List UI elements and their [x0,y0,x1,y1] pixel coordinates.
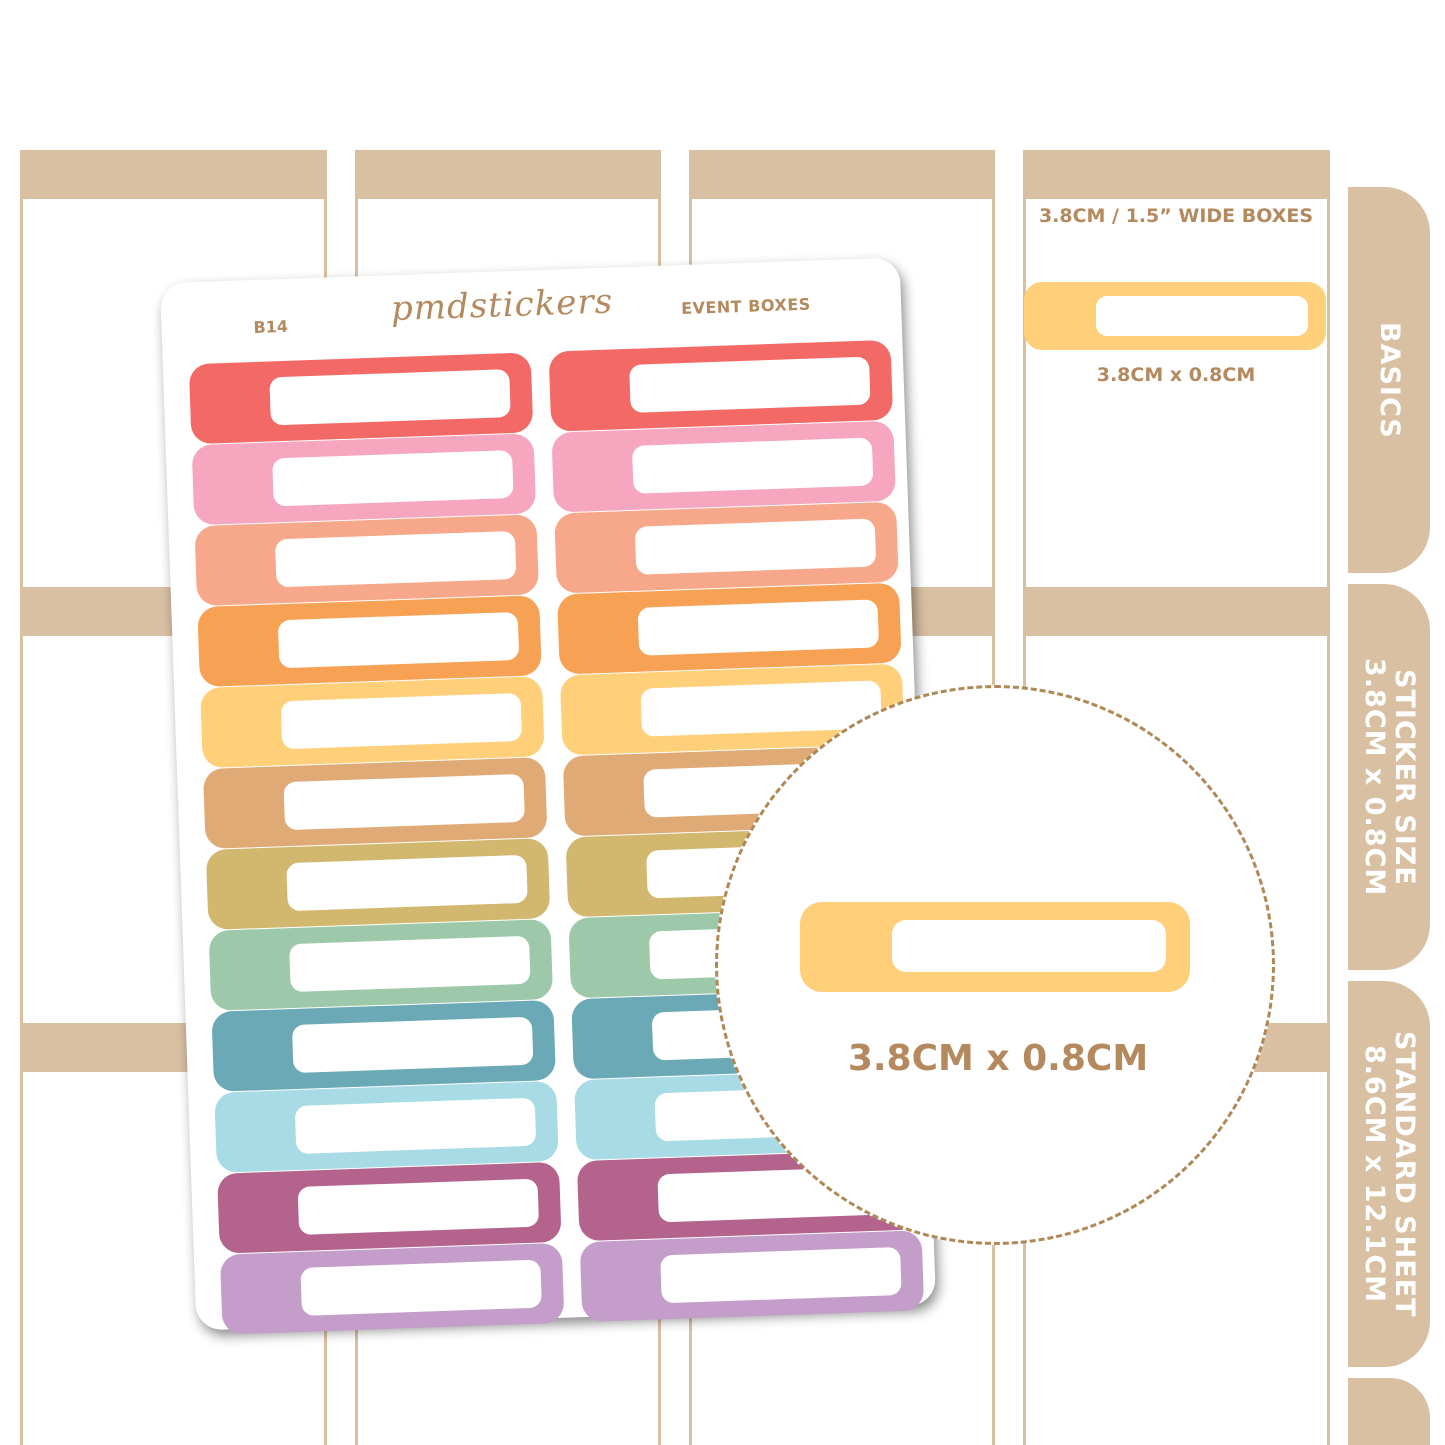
sticker-window [280,692,523,750]
event-box-sticker [191,433,537,526]
sheet-code: B14 [253,316,289,337]
event-box-sticker [202,757,548,849]
day-header-band [1023,150,1330,199]
sticker-window [637,599,880,656]
sticker-window [283,773,525,831]
tab-label: STANDARD SHEET 8.6CM x 12.1CM [1359,1030,1420,1318]
event-box-sticker [557,582,902,675]
day-header-band [1023,587,1330,636]
sticker-window [289,935,531,993]
event-box-sticker [200,676,545,769]
day-header-band [20,150,327,199]
event-box-sticker [205,838,551,930]
sticker-window [297,1178,540,1235]
info-dimensions: 3.8CM x 0.8CM [1096,364,1256,386]
event-box-sticker [208,918,554,1011]
zoom-dimensions: 3.8CM x 0.8CM [847,1038,1149,1079]
sticker-window [634,518,877,575]
sticker-window [294,1097,537,1154]
tab-label: STICKER SIZE 3.8CM x 0.8CM [1359,657,1420,897]
sticker-window [300,1259,542,1316]
event-box-sticker [194,514,540,607]
brand-logo: pmdstickers [390,281,614,330]
sticker-window [629,356,871,413]
tab-standard-sheet[interactable]: STANDARD SHEET 8.6CM x 12.1CM [1348,981,1430,1367]
sticker-window [892,920,1166,972]
tab-sticker-size[interactable]: STICKER SIZE 3.8CM x 0.8CM [1348,584,1430,970]
zoom-sample-sticker [800,902,1190,992]
sticker-window [291,1016,534,1074]
tab-basics[interactable]: BASICS [1348,187,1430,573]
zoom-circle: 3.8CM x 0.8CM [715,685,1275,1245]
sticker-window [274,530,517,588]
sticker-window [272,450,514,507]
day-header-band [355,150,661,199]
sticker-window [660,1246,902,1304]
sticker-window [1096,296,1308,336]
event-box-sticker [579,1230,925,1323]
event-box-sticker [217,1161,562,1254]
sheet-title: EVENT BOXES [680,294,812,319]
event-box-sticker [211,999,556,1092]
day-header-band [689,150,995,199]
column-line [20,150,23,1445]
tab-label: BASICS [1374,321,1405,439]
event-box-sticker [219,1242,565,1335]
event-box-sticker [551,420,896,513]
event-box-sticker [554,501,899,594]
event-box-sticker [188,352,534,445]
sticker-window [269,369,511,426]
sticker-window [286,854,528,912]
column-line [1327,150,1330,1445]
info-title: 3.8CM / 1.5” WIDE BOXES [1038,205,1314,227]
event-box-sticker [197,595,542,688]
event-box-sticker [214,1080,559,1173]
tab-extra[interactable] [1348,1378,1430,1445]
sticker-window [631,437,874,494]
sticker-window [277,611,520,669]
event-box-sticker [548,339,894,432]
info-sample-sticker [1024,282,1326,350]
